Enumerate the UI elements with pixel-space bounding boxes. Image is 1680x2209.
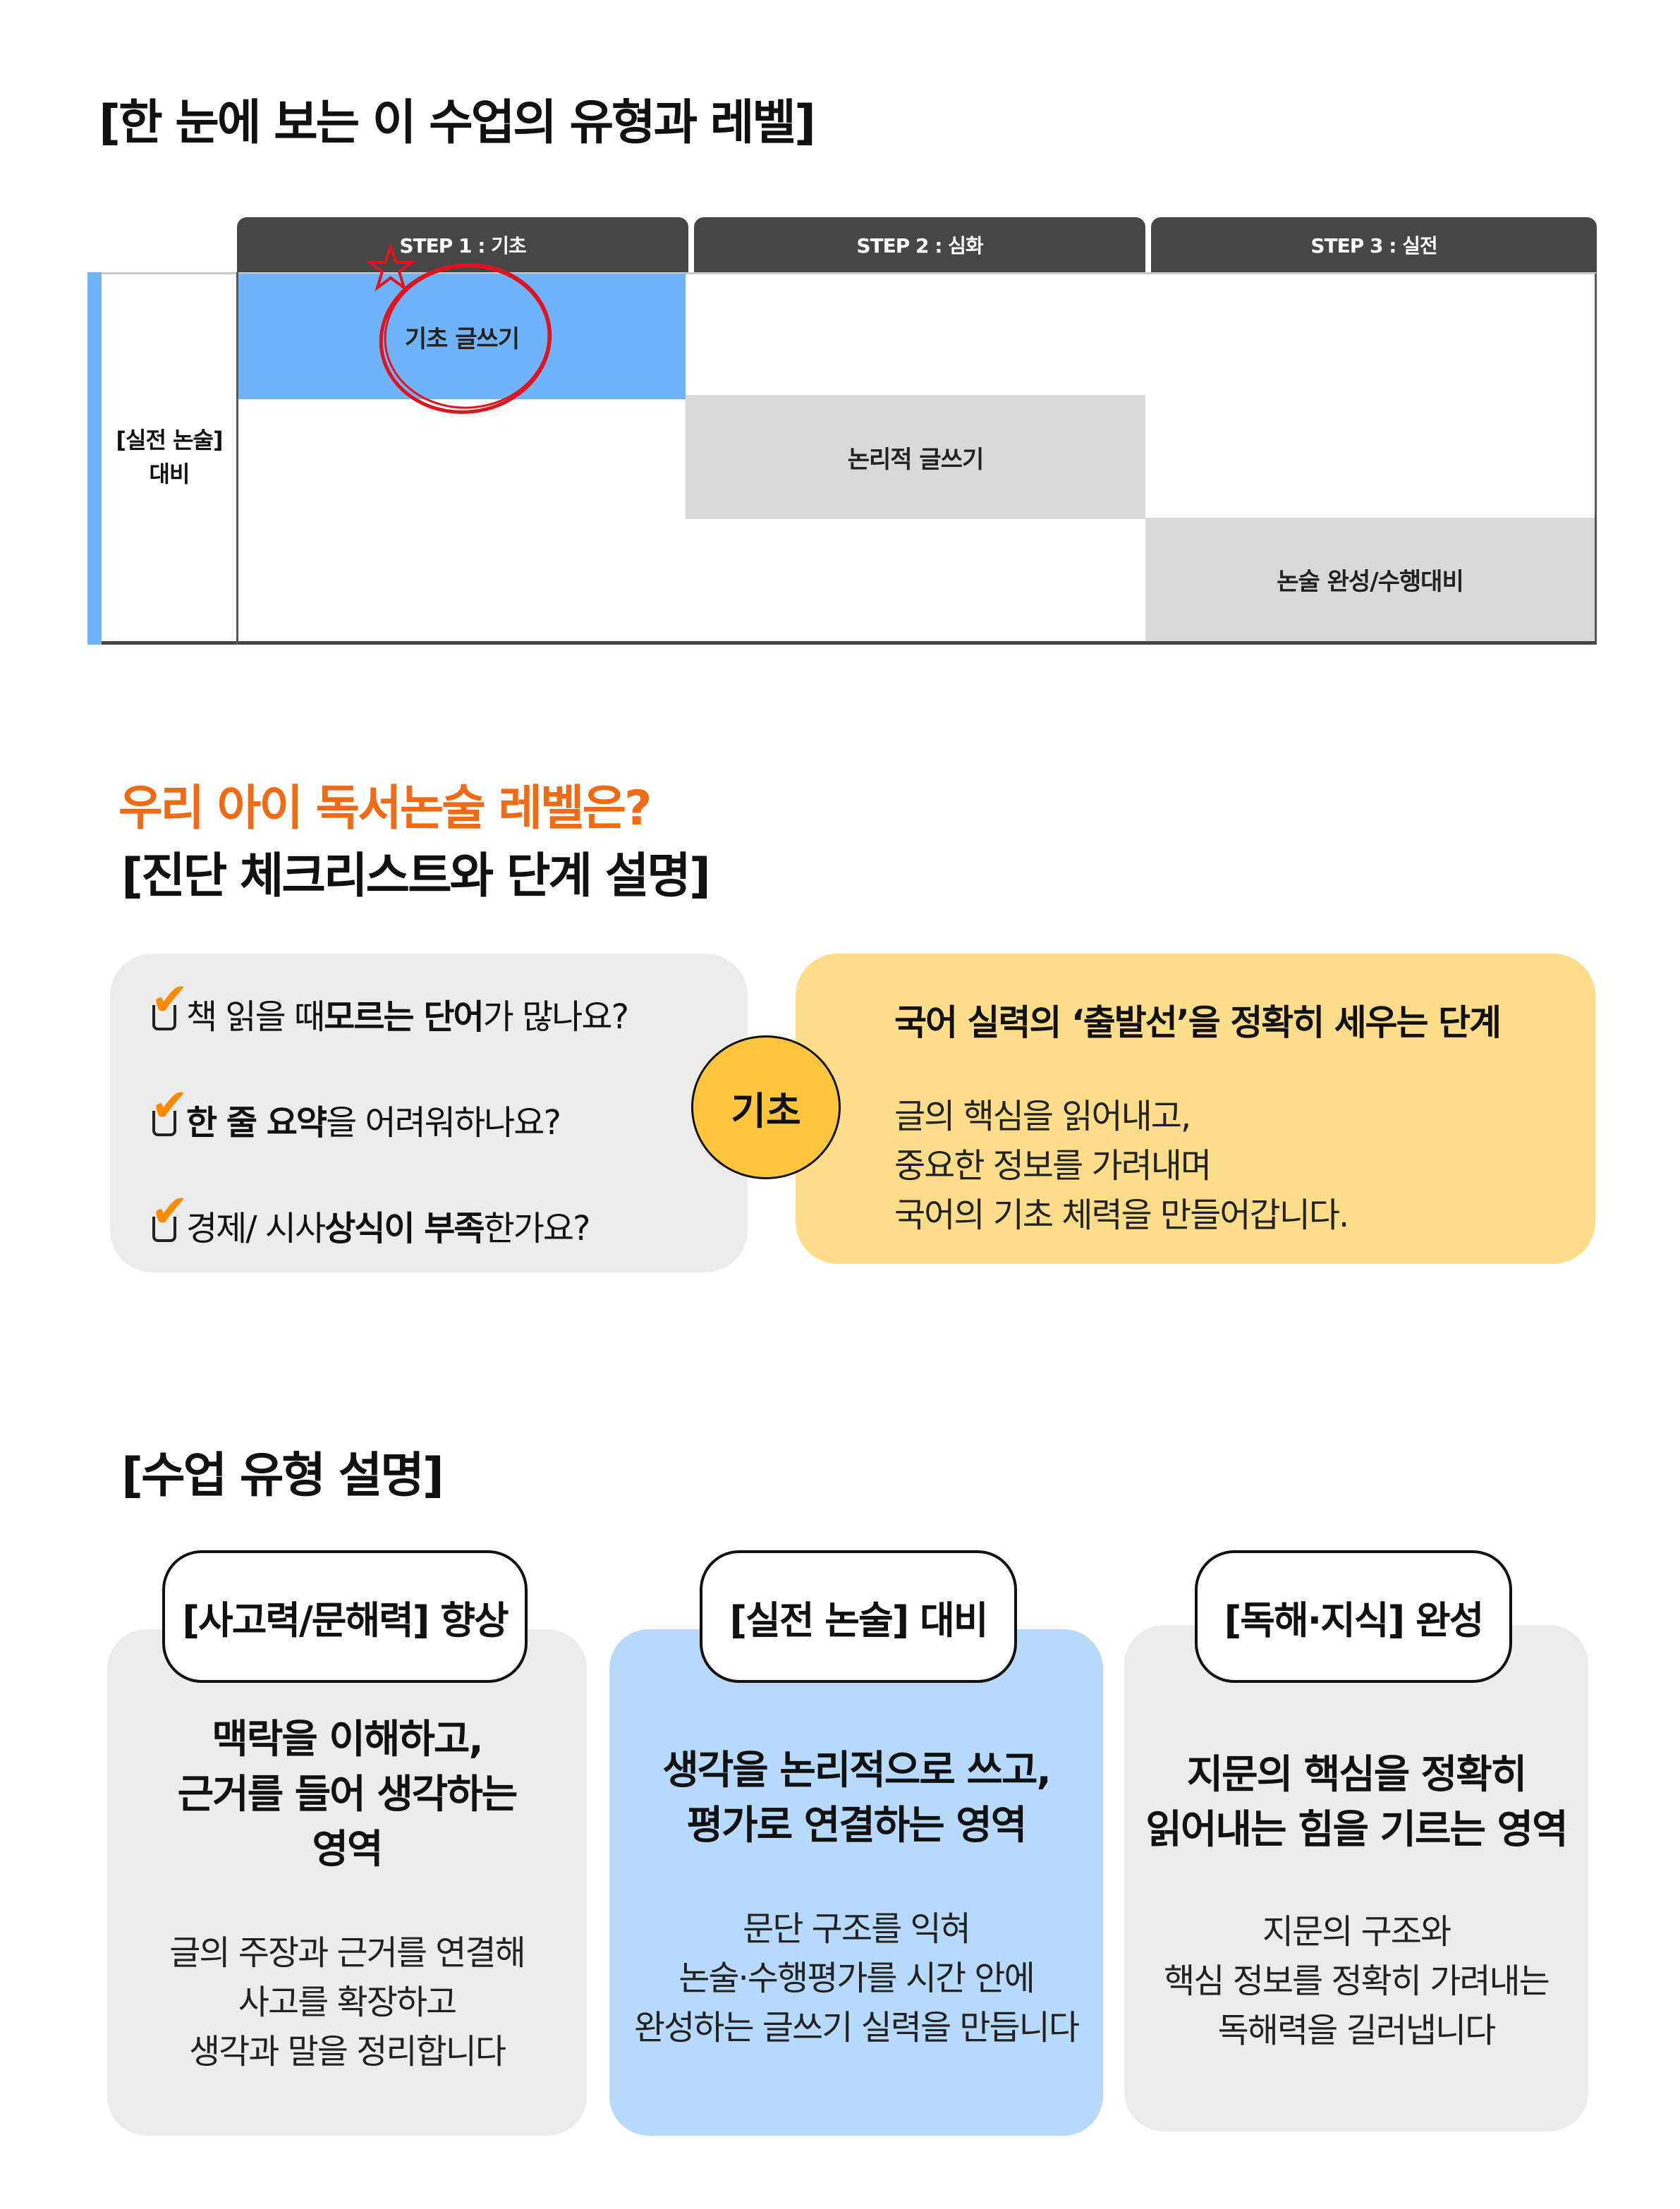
- card-label-essay: [실전 논술] 대비: [700, 1550, 1017, 1683]
- item-text: 책 읽을 때: [186, 997, 325, 1037]
- table-body: [87, 272, 1597, 645]
- step-3-header: STEP 3 : 실전: [1151, 217, 1597, 272]
- level-description-title: 국어 실력의 ‘출발선’을 정확히 세우는 단계: [894, 1002, 1502, 1043]
- cell-logical-writing: 논리적 글쓰기: [686, 395, 1145, 519]
- star-icon: [367, 243, 417, 292]
- cell-basic-writing: 기초 글쓰기: [238, 274, 686, 399]
- item-text: 한가요?: [483, 1209, 591, 1248]
- row-label-line2: 대비: [149, 461, 190, 487]
- item-text: 을 어려워하나요?: [326, 1103, 561, 1143]
- level-question-title: 우리 아이 독서논술 레벨은?: [118, 781, 652, 836]
- checkmark-icon: ✔: [151, 1080, 189, 1132]
- card-heading: 생각을 논리적으로 쓰고,평가로 연결하는 영역: [662, 1748, 1051, 1849]
- checkmark-icon: ✔: [151, 974, 189, 1026]
- row-label-line1: [실전 논술]: [116, 427, 223, 454]
- item-text: 가 많나요?: [482, 997, 629, 1037]
- level-description-panel: 국어 실력의 ‘출발선’을 정확히 세우는 단계 글의 핵심을 읽어내고, 중요…: [796, 954, 1595, 1264]
- card-label-reading: [독해·지식] 완성: [1195, 1550, 1512, 1683]
- step-1-header: STEP 1 : 기초: [237, 217, 688, 272]
- checkbox-icon[interactable]: ✔: [151, 1186, 189, 1242]
- class-types-title: [수업 유형 설명]: [121, 1448, 444, 1504]
- row-label: [실전 논술] 대비: [102, 423, 237, 491]
- card-label-thinking: [사고력/문해력] 향상: [162, 1550, 528, 1683]
- item-text: 경제/ 시사: [186, 1209, 326, 1248]
- desc-line: 중요한 정보를 가려내며: [894, 1146, 1212, 1186]
- checkbox-icon[interactable]: ✔: [151, 974, 189, 1030]
- item-bold-text: 한 줄 요약: [186, 1103, 327, 1143]
- item-bold-text: 상식이 부족: [324, 1209, 485, 1248]
- level-description-body: 글의 핵심을 읽어내고, 중요한 정보를 가려내며 국어의 기초 체력을 만들어…: [894, 1092, 1349, 1240]
- row-accent-bar: [87, 272, 102, 645]
- checkmark-icon: ✔: [151, 1186, 189, 1238]
- checkbox-icon[interactable]: ✔: [151, 1080, 189, 1136]
- step-2-header: STEP 2 : 심화: [694, 217, 1145, 272]
- section-title-overview: [한 눈에 보는 이 수업의 유형과 레벨]: [99, 95, 816, 151]
- item-bold-text: 모르는 단어: [324, 997, 485, 1037]
- cell-essay-completion: 논술 완성/수행대비: [1145, 518, 1595, 641]
- red-circle-annotation: [367, 243, 552, 414]
- desc-line: 글의 핵심을 읽어내고,: [894, 1097, 1191, 1136]
- column-divider: [236, 272, 238, 645]
- level-badge: 기초: [691, 1035, 841, 1179]
- desc-line: 국어의 기초 체력을 만들어갑니다.: [894, 1195, 1349, 1235]
- checklist-section-title: [진단 체크리스트와 단계 설명]: [121, 848, 711, 904]
